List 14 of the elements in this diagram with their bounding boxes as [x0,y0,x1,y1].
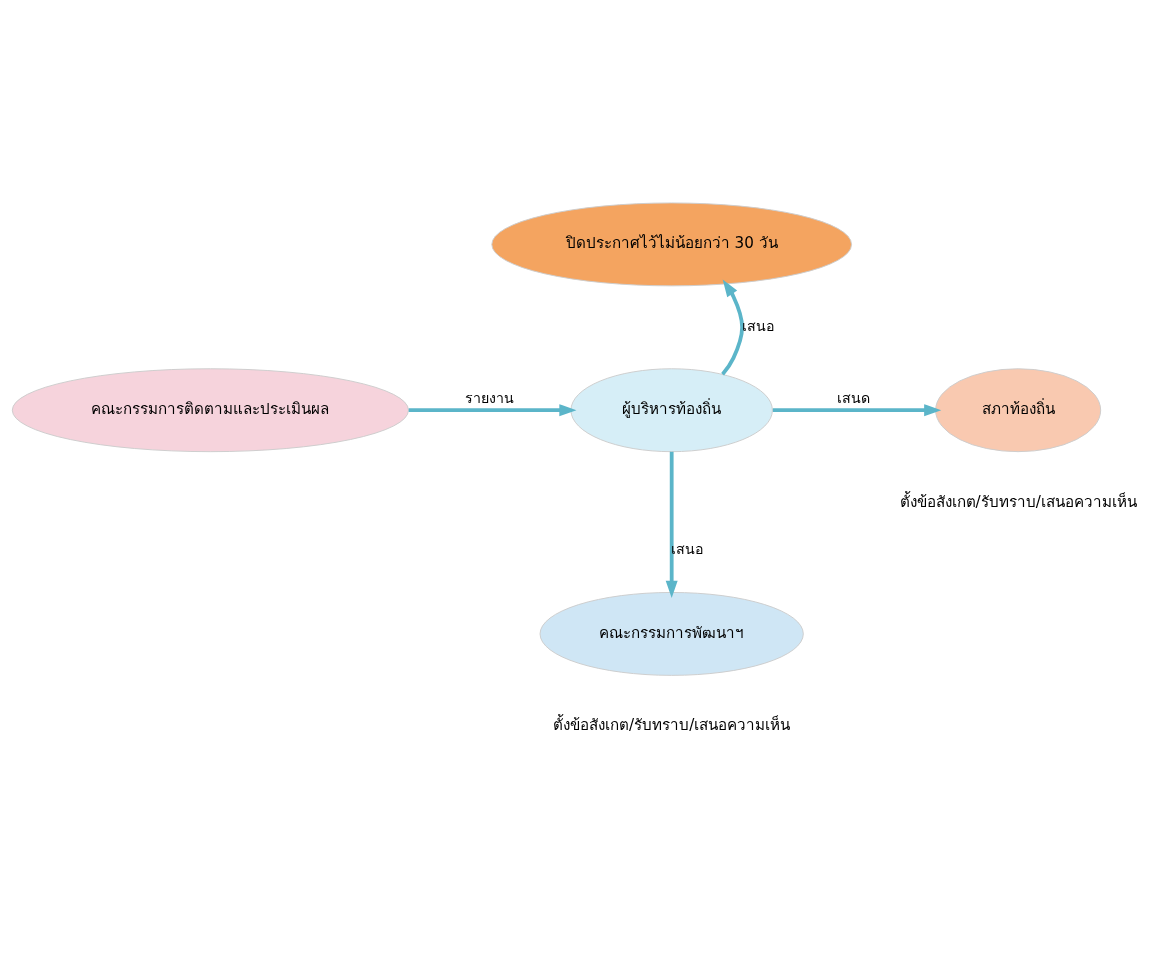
edge-label: เสนอ [742,317,776,334]
arrow [408,403,577,416]
node-label: ตั้งข้อสังเกต/รับทราบ/เสนอความเห็น [899,492,1137,511]
node-ellipse: คณะกรรมการพัฒนาฯ [539,591,804,676]
node-ellipse: สภาท้องถิ่น [935,367,1102,452]
arrow [721,279,744,375]
node-ellipse: ปิดประกาศไว้ไม่น้อยกว่า 30 วัน [491,201,853,286]
edge-label: เสนด [837,389,871,406]
arrow [665,451,678,598]
node-label: ตั้งข้อสังเกต/รับทราบ/เสนอความเห็น [553,715,791,734]
arrow [772,403,942,416]
node-ellipse: ผู้บริหารท้องถิ่น [570,367,773,452]
node-ellipse: คณะกรรมการติดตามและประเมินผล [11,367,409,452]
edge-label: รายงาน [465,389,515,406]
